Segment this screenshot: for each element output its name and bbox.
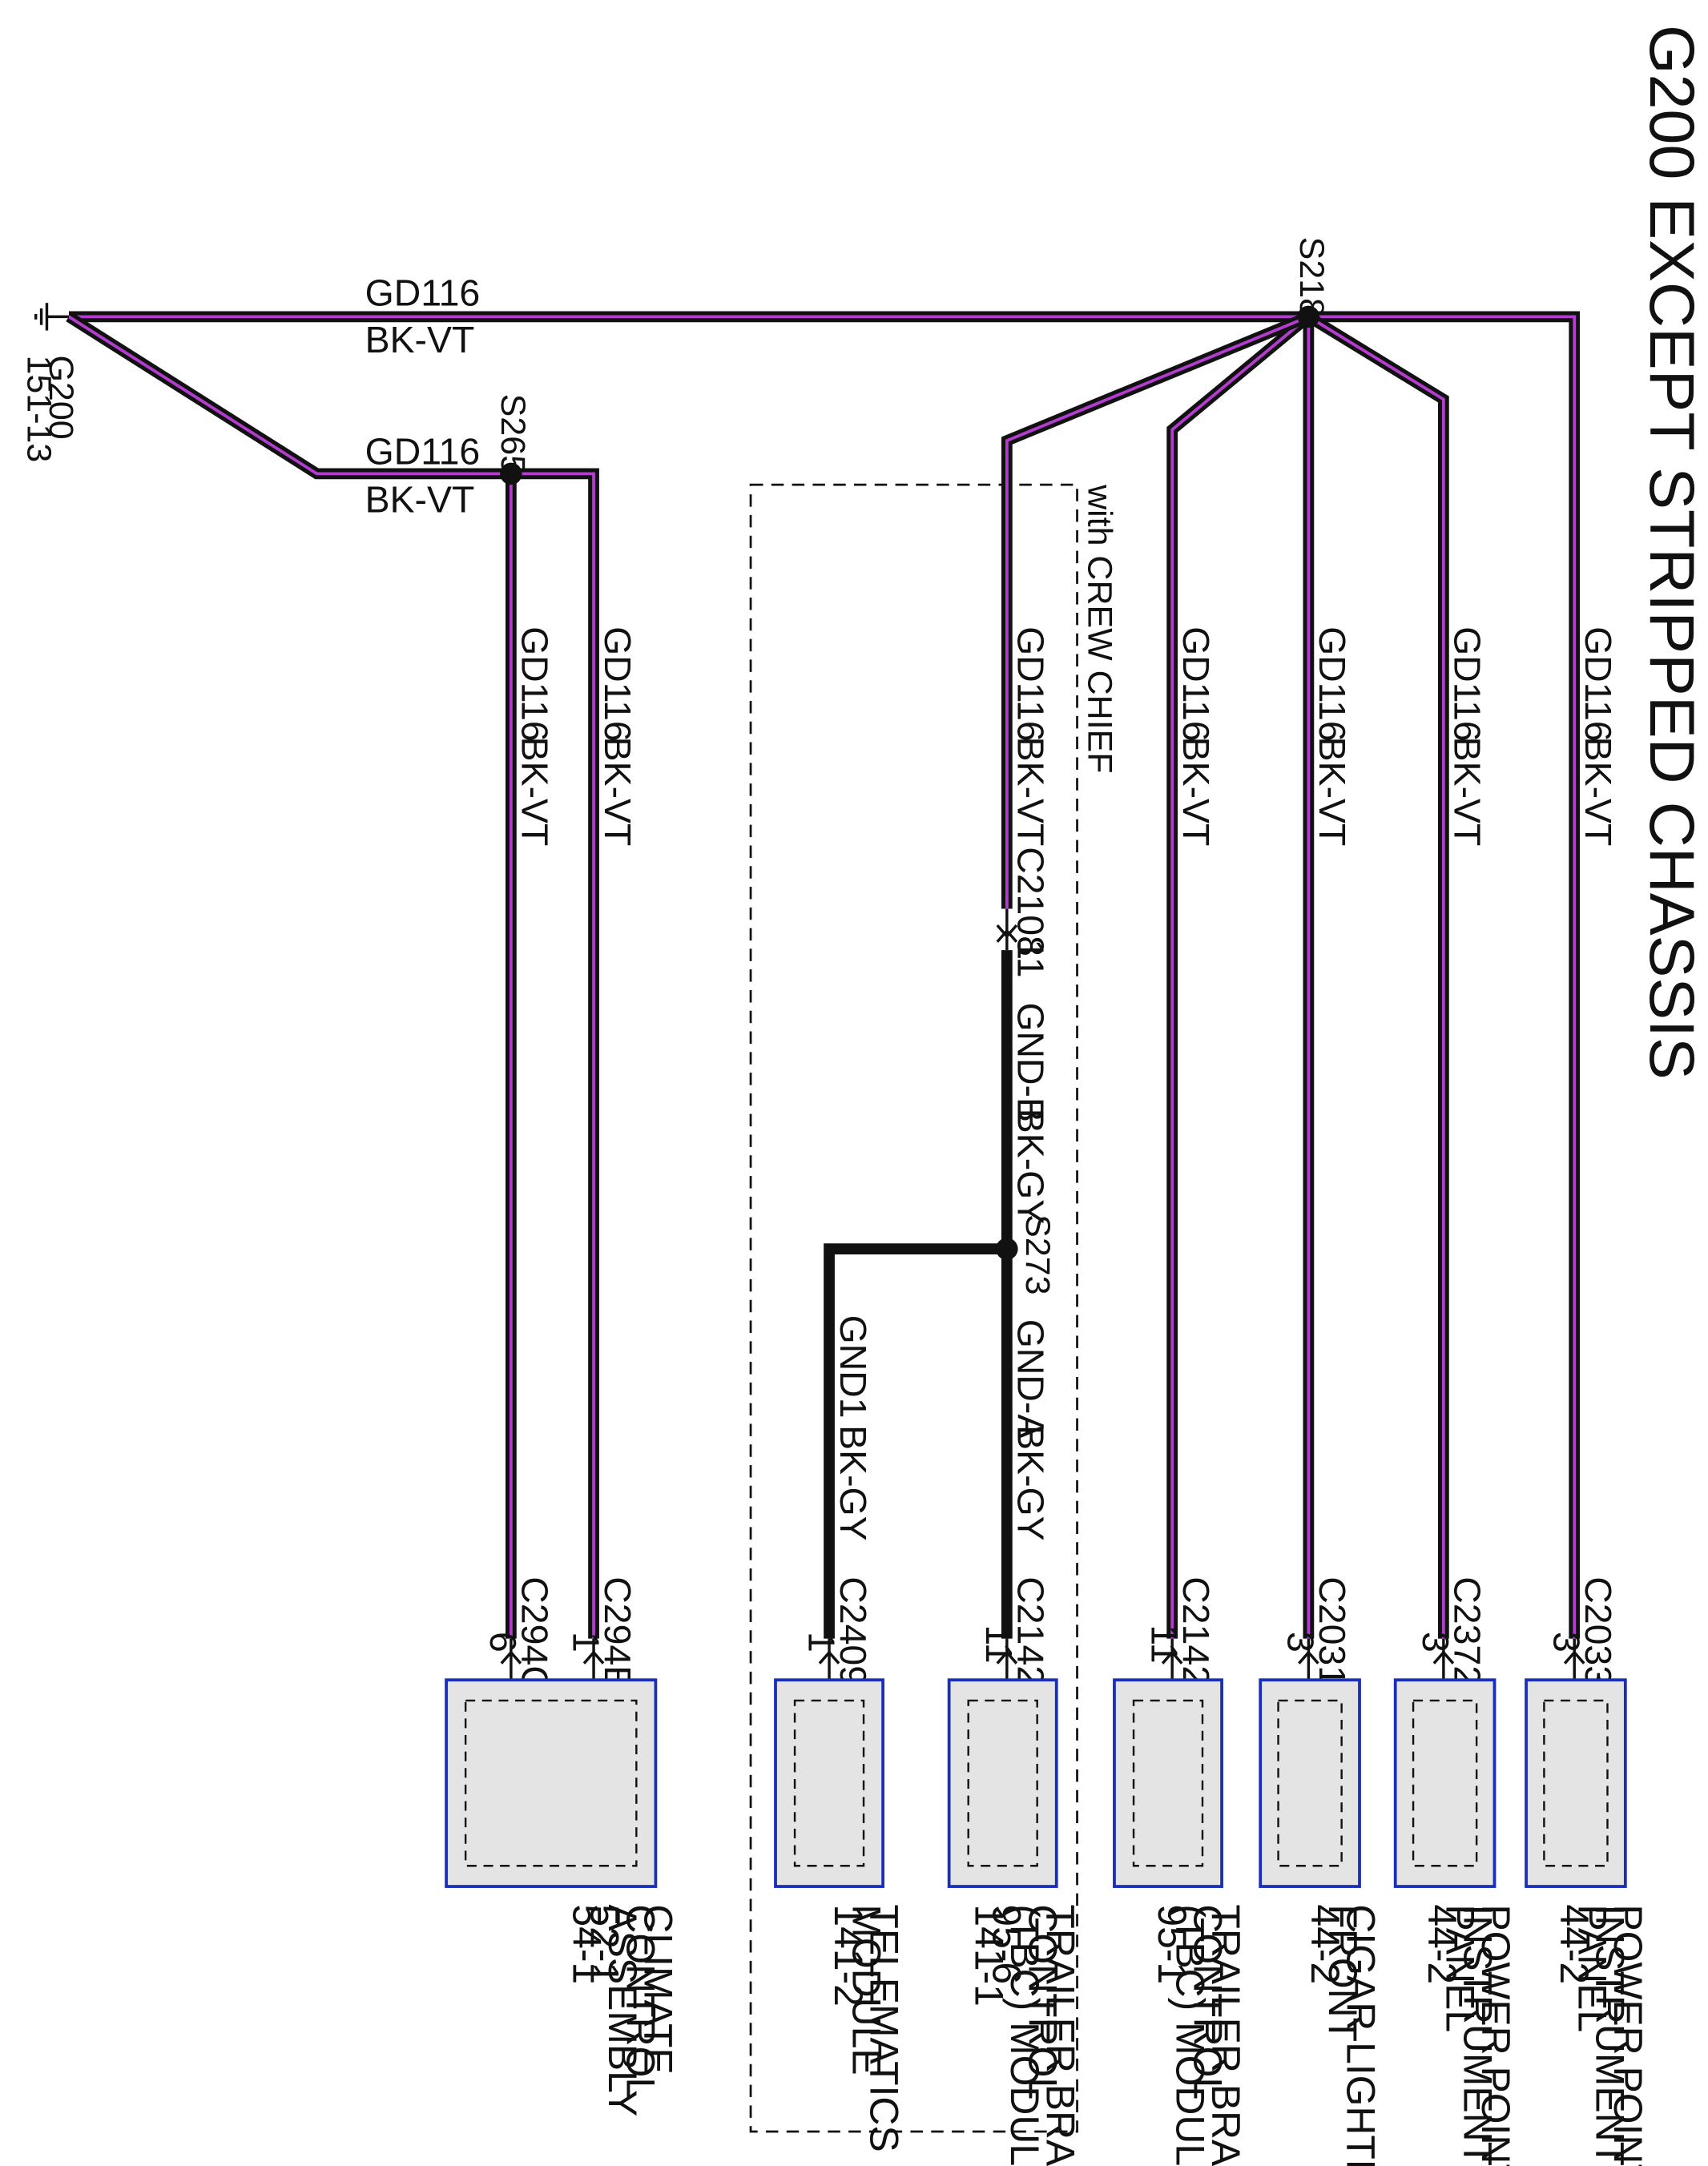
wire-label-circuit-b6: GND-A (1010, 1319, 1052, 1439)
connector-pins (500, 1638, 1585, 1681)
wire-label-circuit-b5: GD116 (1010, 626, 1052, 742)
conn-label-c2372: C2372 (1447, 1576, 1488, 1686)
wire-ground-to-s265[interactable] (66, 312, 599, 1639)
trunk-label-circuit-1: GD116 (365, 272, 481, 314)
wire-label-color-b6: BK-GY (1010, 1425, 1052, 1540)
pin-num-c2409: 1 (800, 1632, 842, 1653)
wire-s218-to-c2372[interactable] (1305, 312, 1449, 1639)
component-label-tbc-module-a: TRAILER BRAKE CONTROL (TBC) MODULE 95-1 (1150, 1904, 1248, 2166)
pin-num-c2142-b: 11 (978, 1624, 1020, 1663)
splice-label-s218: S218 (1292, 237, 1331, 317)
component-label-climate-control: CLIMATE CONTROL ASSEMBLY 52-1 54-1 (564, 1904, 680, 2128)
component-label-tbc-module-b: TRAILER BRAKE CONTROL (TBC) MODULE 95-6 … (966, 1904, 1082, 2166)
splice-label-s265: S265 (493, 394, 532, 474)
conn-label-c294b: C294B (597, 1576, 638, 1690)
component-power-point-2[interactable] (1393, 1678, 1497, 1888)
diagram-title: G200 EXCEPT STRIPPED CHASSIS (1637, 25, 1708, 1080)
trunk-label-color-2: BK-VT (365, 478, 475, 520)
wire-label-circuit-b3: GD116 (1311, 626, 1353, 742)
conn-label-c2142-b: C2142 (1010, 1576, 1052, 1686)
wire-label-circuit-b1: GD116 (1577, 626, 1619, 742)
wire-label-color-b5b: BK-GY (1010, 1109, 1052, 1224)
splice-label-s273: S273 (1018, 1214, 1057, 1294)
wire-s218-to-c2108[interactable] (1001, 312, 1311, 909)
trunk-label-circuit-2: GD116 (365, 430, 481, 472)
conn-label-c294c: C294C (514, 1576, 556, 1692)
splice-s265[interactable] (500, 462, 522, 485)
ground-symbol-icon (34, 303, 69, 331)
pin-c2142-b[interactable] (996, 1638, 1018, 1681)
pin-c294c[interactable] (500, 1638, 522, 1681)
wire-ground-to-s218[interactable] (68, 311, 1581, 1639)
pin-c2033[interactable] (1563, 1638, 1585, 1681)
inline-conn-label-c2108: C2108 (1010, 847, 1052, 956)
wires-bk-gy (824, 950, 1013, 1639)
wire-label-color-b4: BK-VT (1175, 737, 1217, 847)
pin-c2031[interactable] (1298, 1638, 1319, 1681)
conn-label-c2142-a: C2142 (1175, 1576, 1217, 1686)
ground-ref: 151-13 (19, 356, 58, 463)
pin-c294b[interactable] (582, 1638, 605, 1681)
component-label-telematics: TELEMATICS MODULE 141-2 (826, 1904, 907, 2163)
connector-labels: C2033 3 C2372 3 C2031 3 C2142 11 C2142 1… (482, 1576, 1619, 1692)
wire-s218-to-c2142-a[interactable] (1166, 312, 1312, 1639)
pin-num-c294b: 1 (565, 1632, 606, 1653)
conn-label-c2031: C2031 (1311, 1576, 1353, 1686)
wire-label-color-b9: BK-VT (514, 737, 556, 847)
pin-c2409[interactable] (818, 1638, 840, 1681)
pin-num-c2142-a: 11 (1143, 1624, 1185, 1663)
wire-s273-to-c2409[interactable] (824, 1243, 1007, 1639)
component-tbc-module-b[interactable] (947, 1678, 1058, 1888)
splice-s218[interactable] (1297, 305, 1320, 328)
pin-num-c2372: 3 (1415, 1632, 1456, 1653)
conn-label-c2033: C2033 (1577, 1576, 1619, 1686)
wire-label-circuit-b7: GND1 (832, 1315, 874, 1419)
branch-wire-labels: GD116 BK-VT GD116 BK-VT GD116 BK-VT GD11… (514, 626, 1619, 1540)
conn-label-c2409: C2409 (832, 1576, 874, 1686)
wire-label-circuit-b5b: GND-B (1010, 1002, 1052, 1122)
inline-conn-pin-c2108: 11 (1010, 939, 1052, 977)
pin-c2142-a[interactable] (1161, 1638, 1183, 1681)
wire-label-color-b7: BK-GY (832, 1425, 874, 1540)
wire-label-color-b5: BK-VT (1010, 737, 1052, 847)
splice-s273[interactable] (996, 1238, 1018, 1260)
wire-label-circuit-b4: GD116 (1175, 626, 1217, 742)
wires-bk-vt (66, 311, 1581, 1639)
wire-label-circuit-b9: GD116 (514, 626, 556, 742)
component-labels: POWER POINT 1, INSTRUMENT PANEL 44-2 POW… (564, 1904, 1650, 2166)
components (445, 1678, 1627, 1888)
component-climate-control[interactable] (445, 1678, 658, 1888)
option-note: with CREW CHIEF (1080, 484, 1118, 773)
wire-label-circuit-b8: GD116 (597, 626, 638, 742)
component-label-cigar-lighter: CIGAR LIGHTER, FRONT 44-2 (1303, 1904, 1384, 2166)
component-telematics-module[interactable] (774, 1678, 884, 1888)
wire-label-circuit-b2: GD116 (1447, 626, 1488, 742)
component-cigar-lighter[interactable] (1259, 1678, 1361, 1888)
component-tbc-module-a[interactable] (1113, 1678, 1223, 1888)
wire-label-color-b1: BK-VT (1577, 737, 1619, 847)
wire-label-color-b8: BK-VT (597, 737, 638, 847)
wire-label-color-b2: BK-VT (1447, 737, 1488, 847)
component-power-point-1[interactable] (1525, 1678, 1627, 1888)
option-box (749, 483, 1078, 2133)
wire-label-color-b3: BK-VT (1311, 737, 1353, 847)
component-label-power-point-2: POWER POINT 2, INSTRUMENT PANEL 44-2 (1420, 1904, 1518, 2166)
inline-connector-c2108[interactable] (996, 908, 1018, 951)
trunk-label-color-1: BK-VT (365, 319, 475, 360)
pin-num-c2033: 3 (1545, 1632, 1587, 1653)
component-label-power-point-1: POWER POINT 1, INSTRUMENT PANEL 44-2 (1552, 1904, 1650, 2166)
pin-c2372[interactable] (1432, 1638, 1455, 1681)
pin-num-c2031: 3 (1280, 1632, 1322, 1653)
ground-name: G200 (42, 356, 80, 440)
pin-num-c294c: 6 (482, 1632, 524, 1653)
